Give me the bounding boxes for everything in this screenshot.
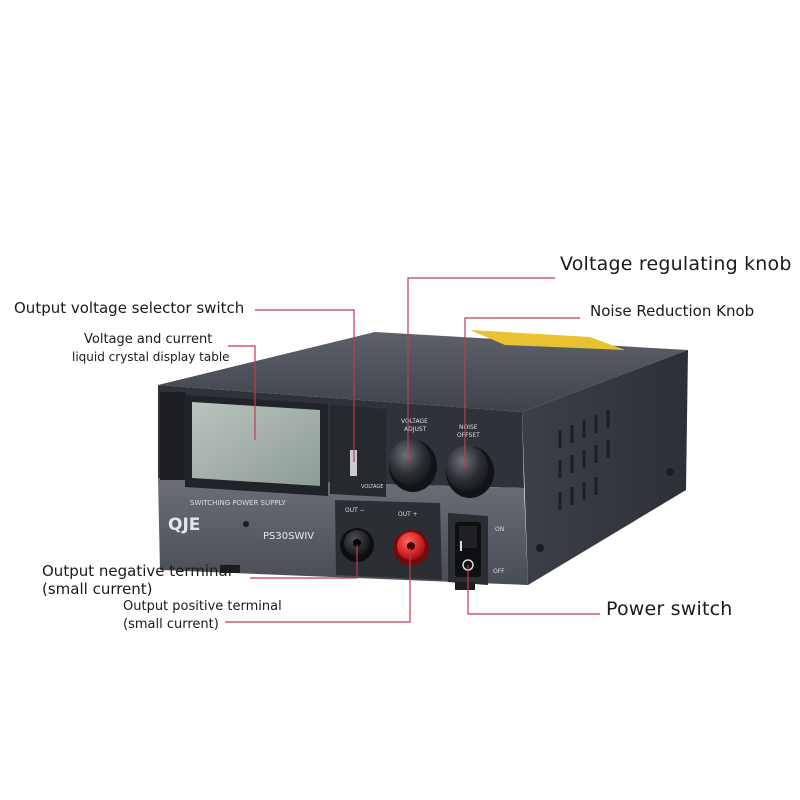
noise-knob-label-2: OFFSET xyxy=(457,432,480,439)
selector-label: VOLTAGE xyxy=(361,484,383,490)
callout-negative-line2: (small current) xyxy=(42,580,153,598)
side-screw xyxy=(536,544,544,552)
voltage-knob-label-2: ADJUST xyxy=(404,426,427,433)
power-switch[interactable] xyxy=(455,522,481,577)
switch-on-label: ON xyxy=(495,526,504,533)
callout-selector-switch: Output voltage selector switch xyxy=(14,299,245,317)
callout-lines xyxy=(225,277,600,623)
callout-positive-line1: Output positive terminal xyxy=(123,599,282,614)
front-vent xyxy=(160,392,186,480)
side-screw xyxy=(666,468,674,476)
foot xyxy=(220,565,240,573)
foot xyxy=(455,582,475,590)
indicator-led xyxy=(243,521,249,527)
noise-knob-label-1: NOISE xyxy=(459,424,478,431)
panel-title: SWITCHING POWER SUPPLY xyxy=(190,499,287,507)
model-number: PS30SWIV xyxy=(263,531,314,542)
brand-logo: QJE xyxy=(168,515,200,535)
callout-negative-line1: Output negative terminal xyxy=(42,562,232,580)
switch-off-label: OFF xyxy=(493,568,505,575)
callout-positive-line2: (small current) xyxy=(123,617,219,632)
voltage-regulating-knob[interactable] xyxy=(389,439,437,492)
voltage-knob-label-1: VOLTAGE xyxy=(401,418,428,425)
out-negative-label: OUT − xyxy=(345,507,365,514)
side-vents xyxy=(558,410,610,510)
warning-sticker xyxy=(470,330,625,350)
case-side xyxy=(522,350,688,585)
noise-reduction-knob[interactable] xyxy=(446,445,494,498)
positive-terminal[interactable] xyxy=(393,530,429,566)
lcd-display xyxy=(192,402,320,486)
out-positive-label: OUT + xyxy=(398,511,418,518)
callout-lcd-line2: liquid crystal display table xyxy=(72,350,230,364)
callout-lcd-line1: Voltage and current xyxy=(84,332,213,347)
callout-power-switch: Power switch xyxy=(606,598,733,620)
callout-noise-knob: Noise Reduction Knob xyxy=(590,302,755,320)
selector-switch[interactable] xyxy=(350,450,357,476)
selector-panel xyxy=(330,405,386,497)
case-top xyxy=(158,332,688,412)
callout-voltage-knob: Voltage regulating knob xyxy=(560,253,792,275)
